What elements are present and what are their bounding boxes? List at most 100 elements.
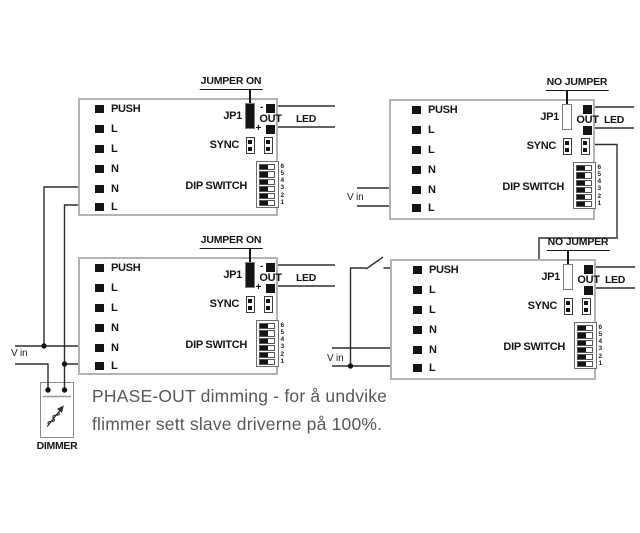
jumper-tick-line — [567, 251, 569, 264]
out-minus-square — [584, 264, 593, 274]
sync-connector-left — [563, 138, 572, 155]
dip-switch-label: DIP SWITCH — [185, 339, 247, 351]
sync-label: SYNC — [209, 138, 240, 151]
jp1-jumper — [245, 103, 255, 129]
dip-slot-3 — [259, 185, 275, 192]
dip-knob-6 — [577, 166, 585, 171]
dip-slot-2 — [259, 351, 275, 359]
sync-pin — [266, 298, 270, 303]
jp1-label: JP1 — [540, 111, 559, 123]
terminal-n-square — [95, 343, 104, 353]
dip-slot-6 — [576, 165, 592, 172]
dip-slot-3 — [576, 186, 592, 193]
out-plus-square — [584, 285, 593, 295]
dip-number-6: 6 — [280, 163, 285, 170]
terminal-push-label: PUSH — [111, 102, 141, 115]
dip-knob-2 — [260, 193, 268, 199]
terminal-l-square — [413, 363, 422, 373]
sync-pin — [566, 307, 570, 312]
sync-connector-left — [246, 296, 255, 313]
terminal-n-square — [412, 185, 421, 195]
dip-number-1: 1 — [280, 198, 285, 206]
terminal-l-square — [413, 305, 422, 315]
terminal-n-label: N — [111, 182, 119, 195]
dip-slot-3 — [259, 344, 275, 351]
terminal-push-square — [95, 263, 104, 273]
out-plus-square — [266, 283, 275, 293]
terminal-n-square — [95, 184, 104, 194]
out-minus-square — [583, 104, 592, 114]
junction-n-left — [41, 343, 47, 349]
dip-switch-bank — [256, 161, 279, 208]
jp1-jumper — [563, 264, 573, 290]
terminal-n-label: N — [429, 343, 437, 356]
terminal-l-label: L — [428, 123, 435, 136]
terminal-l-label: L — [111, 359, 118, 372]
dip-knob-3 — [260, 345, 268, 350]
sync-pin — [583, 140, 587, 145]
jp1-jumper — [562, 104, 572, 130]
dip-number-1: 1 — [280, 357, 285, 365]
terminal-l-square — [412, 145, 421, 155]
terminal-n-square — [412, 165, 421, 175]
jp1-jumper — [245, 262, 255, 288]
sync-pin — [248, 298, 252, 303]
terminal-n-label: N — [428, 183, 436, 196]
dip-knob-4 — [260, 338, 268, 343]
terminal-l-square — [95, 303, 104, 313]
caption-line-2: flimmer sett slave driverne på 100%. — [92, 414, 383, 434]
sync-pin — [266, 139, 270, 144]
led-label: LED — [295, 271, 317, 284]
dip-number-5: 5 — [597, 171, 602, 179]
dip-knob-3 — [260, 186, 268, 191]
dip-slot-4 — [576, 179, 592, 186]
wire-switch-blade — [365, 256, 384, 270]
terminal-push-label: PUSH — [428, 103, 458, 116]
dip-number-3: 3 — [280, 343, 285, 351]
out-label: OUT — [576, 113, 599, 126]
dip-knob-6 — [260, 324, 268, 329]
dip-knob-5 — [260, 331, 268, 336]
out-minus-sign: - — [259, 102, 263, 113]
jumper-state-label: JUMPER ON — [199, 234, 263, 249]
terminal-l-label: L — [429, 303, 436, 316]
terminal-n-square — [413, 345, 422, 355]
terminal-push-label: PUSH — [429, 263, 459, 276]
dip-slot-1 — [576, 201, 592, 208]
junction-l-left — [61, 361, 68, 367]
dip-slot-1 — [259, 200, 275, 207]
out-plus-sign: + — [255, 123, 261, 134]
terminal-n-label: N — [111, 341, 119, 354]
dip-knob-6 — [578, 326, 586, 331]
dip-number-3: 3 — [598, 345, 603, 353]
sync-pin — [266, 305, 270, 310]
sync-pin — [266, 146, 270, 151]
dip-number-5: 5 — [280, 170, 285, 178]
terminal-push-square — [413, 265, 422, 275]
dip-knob-1 — [260, 201, 268, 206]
dip-slot-1 — [259, 359, 275, 366]
sync-label: SYNC — [209, 297, 240, 310]
dip-knob-5 — [577, 173, 585, 178]
dip-number-4: 4 — [280, 177, 285, 185]
jumper-state-label: JUMPER ON — [199, 75, 263, 90]
terminal-l-square — [95, 144, 104, 154]
dip-knob-2 — [578, 354, 586, 360]
terminal-l-label: L — [111, 142, 118, 155]
dip-slot-5 — [576, 172, 592, 179]
terminal-l-label: L — [111, 301, 118, 314]
dip-slot-1 — [577, 361, 593, 368]
dip-switch-bank — [256, 320, 279, 367]
terminal-l-label: L — [111, 281, 118, 294]
dimmer-box — [40, 382, 74, 438]
v-in-label-top-right: V in — [347, 192, 364, 203]
terminal-l-square — [95, 202, 104, 212]
out-label: OUT — [577, 273, 600, 286]
dip-number-4: 4 — [598, 338, 603, 346]
dip-knob-2 — [260, 352, 268, 358]
jumper-tick-line — [249, 90, 251, 103]
terminal-n-label: N — [428, 163, 436, 176]
